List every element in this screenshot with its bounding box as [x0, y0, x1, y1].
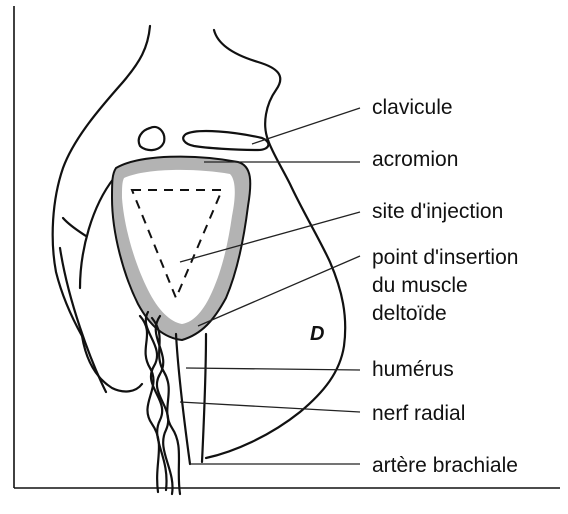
label-artere-brachiale: artère brachiale [372, 454, 518, 477]
torso-d-mark: D [310, 323, 324, 345]
label-nerf-radial: nerf radial [372, 402, 465, 425]
humerus-bone [176, 334, 206, 464]
label-clavicule: clavicule [372, 96, 453, 119]
label-acromion: acromion [372, 148, 458, 171]
label-site-injection: site d'injection [372, 200, 503, 223]
label-humerus: humérus [372, 358, 454, 381]
acromion-bone [139, 127, 165, 150]
clavicle-bone [183, 131, 268, 150]
label-point-insertion-line2: du muscle [372, 274, 468, 297]
labels: clavicule acromion site d'injection poin… [372, 96, 518, 477]
label-point-insertion-line1: point d'insertion [372, 246, 518, 269]
label-point-insertion-line3: deltoïde [372, 302, 447, 325]
